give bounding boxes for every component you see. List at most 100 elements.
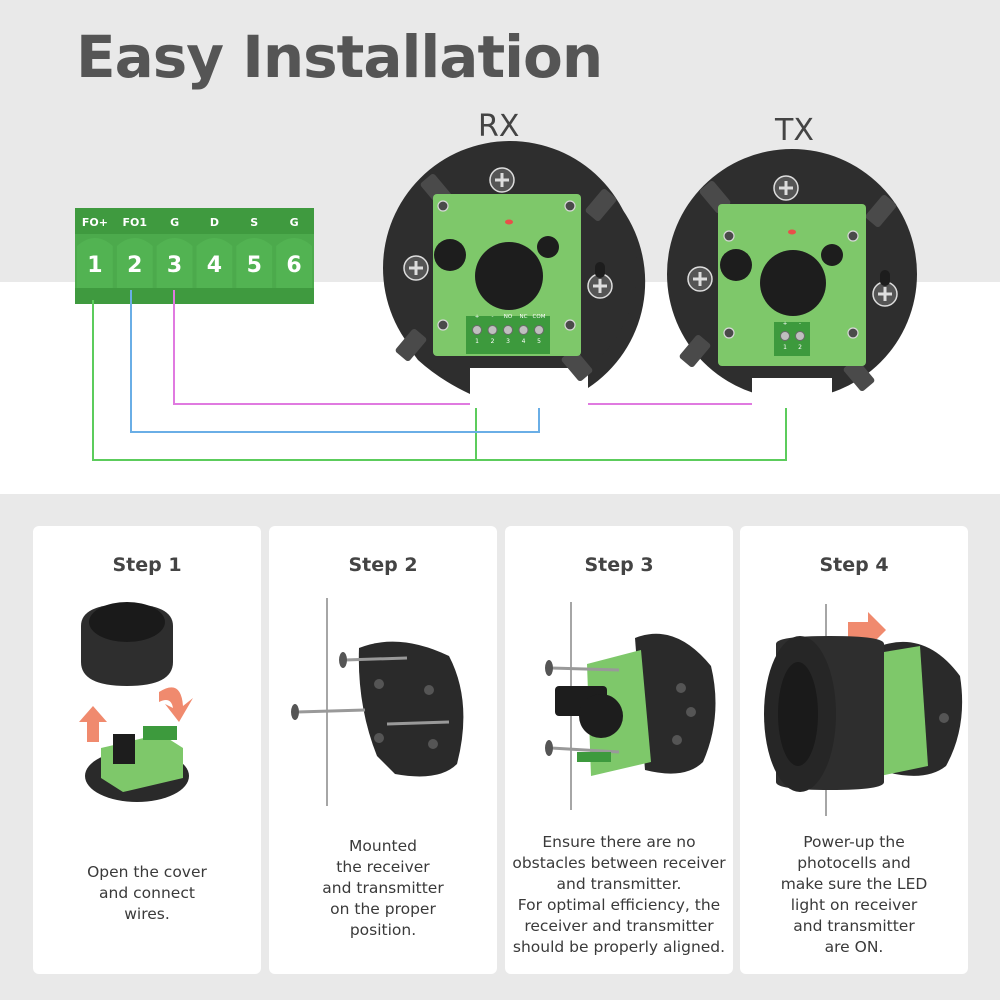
terminal-pin-number: 2	[798, 344, 802, 351]
step-title: Step 3	[584, 554, 654, 576]
terminal-slot	[77, 238, 113, 288]
screw-icon	[487, 325, 498, 335]
terminal-label: D	[210, 216, 219, 229]
screw-icon	[847, 230, 859, 242]
rx-sensor	[537, 236, 559, 258]
terminal-slot	[276, 238, 312, 288]
terminal-label: FO+	[82, 216, 108, 229]
terminal	[577, 752, 611, 762]
terminal-sign: -	[799, 321, 801, 327]
tx-sensor	[720, 249, 752, 281]
step-2-illustration	[291, 598, 464, 806]
step-card-1: Step 1 Open the cover and connect wires.	[33, 526, 261, 974]
terminal-sign: -	[492, 314, 494, 320]
terminal-number: 6	[286, 253, 301, 278]
step-description: Mounted the receiver and transmitter on …	[322, 837, 444, 939]
hole-icon	[374, 679, 384, 689]
terminal-number: 5	[247, 253, 262, 278]
rx-clip	[585, 188, 617, 222]
terminal-block-header	[75, 208, 314, 234]
hole-icon	[374, 733, 384, 743]
terminal-label: S	[250, 216, 258, 229]
terminal-label: FO1	[122, 216, 147, 229]
terminal-slot	[116, 238, 153, 288]
tx-terminal	[774, 322, 810, 356]
rx-clip	[395, 328, 427, 362]
rx-clip	[561, 348, 593, 382]
screw-icon	[534, 325, 544, 335]
screw-icon	[550, 666, 620, 672]
terminal-number: 2	[127, 253, 142, 278]
tx-clip	[843, 358, 875, 392]
screw-icon	[296, 708, 366, 714]
screw-icon	[344, 656, 408, 662]
terminal-pin-number: 2	[491, 338, 495, 345]
screw-icon	[723, 230, 735, 242]
tx-housing-notch	[752, 378, 832, 408]
screw-icon	[550, 746, 620, 754]
terminal-number: 4	[207, 253, 222, 278]
terminal-block-base	[75, 288, 314, 304]
sensor	[579, 694, 623, 738]
step-title: Step 2	[348, 554, 418, 576]
step-1-illustration	[79, 602, 193, 802]
tx-large-screws	[687, 175, 898, 307]
screw-icon	[795, 331, 805, 341]
base-lens	[113, 734, 135, 764]
step-card-4: Step 4 Power-up the photocells and make …	[740, 526, 968, 974]
terminal-slot	[156, 238, 193, 288]
step-card-2: Step 2 Mounted the receiver and transmit…	[269, 526, 497, 974]
tx-clip	[679, 334, 711, 368]
hole-icon	[676, 683, 686, 693]
screw-icon	[780, 331, 790, 341]
rx-housing-notch	[470, 368, 588, 408]
terminal-slot	[236, 238, 273, 288]
terminal-sign: COM	[533, 314, 546, 320]
pcb	[872, 646, 928, 776]
base-housing	[358, 641, 464, 777]
cover-opening	[89, 602, 165, 642]
tx-sensor	[821, 244, 843, 266]
hole-icon	[686, 707, 696, 717]
screw-icon	[518, 325, 529, 335]
screw-icon	[503, 325, 513, 335]
step-card-3: Step 3 Ensure there are no obstacles bet…	[505, 526, 733, 974]
base-housing	[635, 633, 716, 774]
step-description: Power-up the photocells and make sure th…	[780, 833, 928, 956]
screw-icon	[472, 325, 482, 335]
screw-icon	[723, 327, 735, 339]
right-arrow-icon	[848, 612, 886, 648]
terminal-sign: NO	[504, 314, 513, 320]
terminal-pin-number: 5	[537, 338, 541, 345]
screw-icon	[564, 319, 576, 331]
rx-label: RX	[478, 109, 520, 144]
screw-icon	[437, 200, 449, 212]
screw-head	[291, 704, 299, 720]
rotate-arrow-icon	[159, 687, 193, 722]
terminal-pin-number: 3	[506, 338, 510, 345]
screw-icon	[386, 720, 450, 726]
terminal-pin-number: 1	[475, 338, 479, 345]
screw-head	[545, 740, 553, 756]
rx-lens	[475, 242, 543, 310]
screw-head	[339, 652, 347, 668]
terminal-number: 1	[87, 253, 102, 278]
terminal-label: G	[170, 216, 179, 229]
rx-large-screws	[403, 167, 613, 299]
tx-lens	[760, 250, 826, 316]
up-arrow-icon	[79, 706, 107, 742]
cover-opening	[778, 662, 818, 766]
screw-icon	[564, 200, 576, 212]
terminal-sign: +	[783, 321, 788, 327]
step-title: Step 4	[819, 554, 889, 576]
screw-icon	[847, 327, 859, 339]
step-description: Open the cover and connect wires.	[87, 863, 207, 923]
hole-icon	[672, 735, 682, 745]
step-4-illustration	[764, 604, 963, 816]
step-title: Step 1	[112, 554, 182, 576]
screw-head	[545, 660, 553, 676]
